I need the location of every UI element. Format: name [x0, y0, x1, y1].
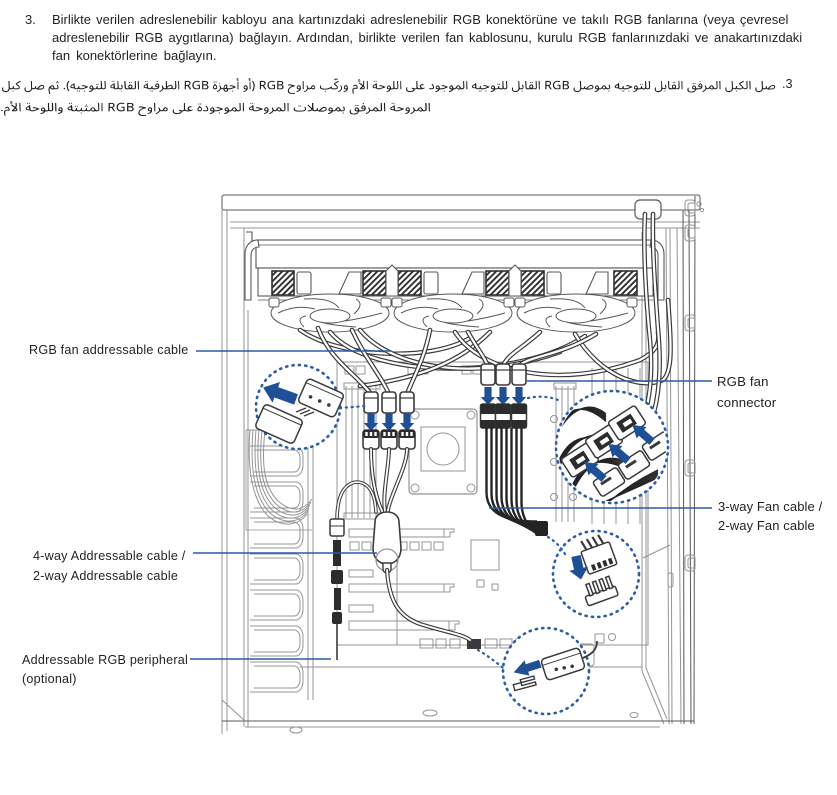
- svg-text:RGB fan addressable cable: RGB fan addressable cable: [29, 343, 189, 357]
- svg-text:(optional): (optional): [22, 672, 77, 686]
- svg-text:2-way Addressable cable: 2-way Addressable cable: [33, 569, 178, 583]
- svg-text:RGB fan: RGB fan: [717, 374, 769, 389]
- svg-text:4-way Addressable cable /: 4-way Addressable cable /: [33, 549, 186, 563]
- svg-text:3-way Fan cable /: 3-way Fan cable /: [718, 499, 823, 514]
- svg-text:connector: connector: [717, 395, 777, 410]
- svg-text:2-way Fan cable: 2-way Fan cable: [718, 518, 815, 533]
- svg-text:Addressable RGB peripheral: Addressable RGB peripheral: [22, 653, 188, 667]
